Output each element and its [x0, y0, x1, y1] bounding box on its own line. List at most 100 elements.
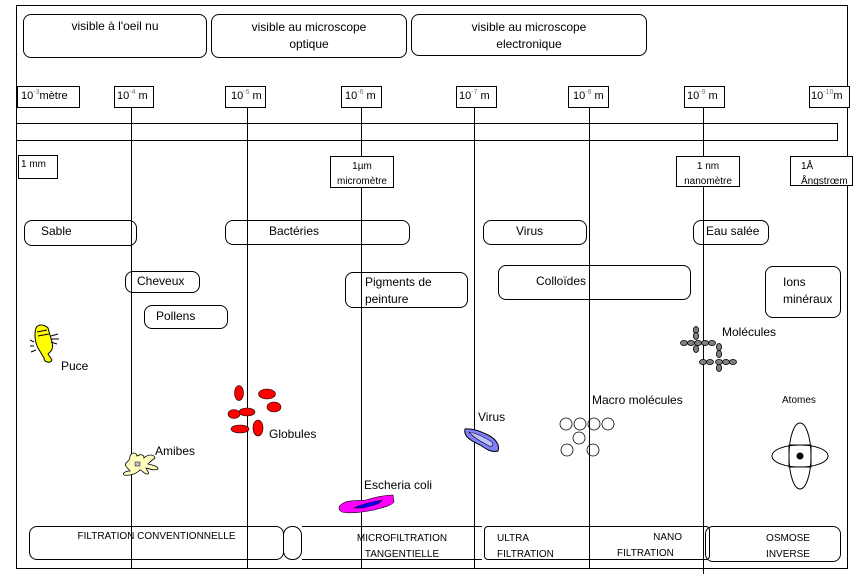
category-eau-salee: Eau salée — [693, 220, 769, 245]
unit-line2: Ångstrœm — [801, 176, 848, 187]
category-cheveux: Cheveux — [125, 271, 200, 293]
scale-line-1e-6 — [361, 106, 362, 569]
unit-mm: 1 mm — [18, 155, 58, 179]
filtration-label-line1: ULTRA — [497, 533, 530, 544]
visibility-optical-microscope: visible au microscope optique — [211, 14, 407, 58]
label-puce: Puce — [61, 359, 89, 373]
category-pigments: Pigments de peinture — [345, 272, 468, 308]
filtration-nano: NANO FILTRATION — [590, 530, 682, 560]
scale-base: 10 — [459, 90, 472, 102]
scale-bar-tick — [589, 123, 590, 141]
scale-line-1e-8 — [589, 106, 590, 569]
scale-base: 10 — [687, 90, 700, 102]
scale-label-1e-3: 10-3mètre — [17, 86, 80, 108]
scale-unit: mètre — [39, 90, 68, 102]
virus-icon — [464, 428, 499, 452]
scale-base: 10 — [21, 90, 34, 102]
scale-base: 10 — [573, 90, 586, 102]
filtration-label-line2: FILTRATION — [497, 549, 554, 560]
filtration-label-line2: TANGENTIELLE — [364, 549, 440, 560]
macromolecules-icon — [559, 417, 615, 457]
category-label: Colloïdes — [536, 274, 587, 288]
scale-unit: m — [594, 90, 604, 102]
visibility-line1: visible au microscope — [251, 20, 367, 34]
unit-line1: 1µm — [352, 161, 372, 172]
scale-label-1e-8: 10-8 m — [568, 86, 609, 108]
frame-bottom-edge — [16, 568, 848, 569]
filtration-label-line1: MICROFILTRATION — [356, 533, 448, 544]
scale-line-1e-5 — [247, 106, 248, 569]
scale-base: 10 — [345, 90, 358, 102]
filtration-separator — [283, 526, 302, 560]
unit-line2: nanomètre — [684, 176, 732, 187]
blood-cells-icon — [227, 385, 282, 437]
unit-line2: micromètre — [336, 176, 387, 187]
scale-exponent: -6 — [357, 89, 364, 96]
category-label-line1: Ions — [783, 275, 806, 289]
category-label: Bactéries — [269, 224, 320, 238]
scale-label-1e-9: 10-9 m — [684, 86, 725, 108]
scale-label-1e-6: 10-6 m — [341, 86, 382, 108]
scale-label-1e-7: 10-7 m — [456, 86, 497, 108]
atom-icon — [771, 422, 829, 490]
scale-label-1e-4: 10-4 m — [114, 86, 154, 108]
filtration-label-line1: NANO — [653, 532, 682, 543]
label-globules: Globules — [269, 427, 317, 441]
visibility-line1: visible au microscope — [471, 20, 587, 34]
visibility-naked-eye: visible à l'oeil nu — [23, 14, 207, 58]
amoeba-icon — [123, 452, 159, 476]
scale-exponent: -4 — [129, 89, 136, 96]
scale-bar-tick — [703, 123, 704, 141]
category-pollens: Pollens — [144, 305, 228, 329]
unit-line1: 1 mm — [21, 159, 46, 170]
filtration-label-line2: INVERSE — [766, 549, 810, 560]
scale-line-1e-4 — [131, 106, 132, 569]
scale-bar-tick — [247, 123, 248, 141]
unit-nanometre: 1 nm nanomètre — [676, 156, 740, 187]
scale-label-1e-10: 10-10m — [809, 86, 850, 108]
unit-angstrom: 1Å Ångstrœm — [790, 156, 853, 187]
visibility-line2: electronique — [496, 37, 562, 51]
scale-unit: m — [708, 90, 718, 102]
scale-base: 10 — [117, 90, 130, 102]
category-colloides: Colloïdes — [498, 265, 691, 300]
visibility-electron-microscope: visible au microscope electronique — [411, 14, 647, 56]
scale-exponent: -5 — [243, 89, 250, 96]
unit-line1: 1 nm — [696, 161, 720, 172]
scale-unit: m — [252, 90, 262, 102]
scale-label-1e-5: 10-5 m — [225, 86, 266, 108]
visibility-line2: optique — [289, 37, 329, 51]
category-label: Sable — [41, 224, 72, 238]
category-sable: Sable — [24, 220, 137, 246]
unit-micrometre: 1µm micromètre — [330, 156, 394, 188]
category-label-line1: Pigments de — [365, 275, 432, 289]
flea-icon — [30, 324, 59, 363]
category-label: Virus — [516, 224, 544, 238]
category-label-line2: peinture — [365, 292, 409, 306]
filtration-label-line1: FILTRATION CONVENTIONNELLE — [77, 531, 236, 542]
scale-exponent: -8 — [585, 89, 592, 96]
frame-right-edge — [847, 199, 848, 569]
scale-base: 10 — [811, 90, 824, 102]
scale-exponent: -10 — [823, 89, 834, 96]
unit-line1: 1Å — [801, 161, 814, 172]
scale-bar-tick — [131, 123, 132, 141]
category-label: Eau salée — [706, 224, 760, 238]
ecoli-icon — [338, 494, 395, 514]
molecules-icon — [680, 326, 737, 372]
category-label: Cheveux — [137, 274, 185, 288]
label-molecules: Molécules — [722, 325, 777, 339]
scale-unit: m — [138, 90, 148, 102]
label-macro-molecules: Macro molécules — [592, 393, 683, 407]
scale-exponent: -3 — [33, 89, 40, 96]
frame-left-edge — [16, 199, 17, 569]
label-virus-illustration: Virus — [478, 410, 506, 424]
scale-line-1e-9 — [703, 106, 704, 574]
category-bacteries: Bactéries — [225, 220, 410, 245]
scale-line-1e-7 — [474, 106, 475, 569]
label-amibes: Amibes — [155, 444, 196, 458]
scale-bar — [16, 123, 838, 141]
scale-unit: m — [480, 90, 490, 102]
filtration-ultra: ULTRA FILTRATION — [484, 526, 710, 560]
scale-bar-tick — [361, 123, 362, 141]
